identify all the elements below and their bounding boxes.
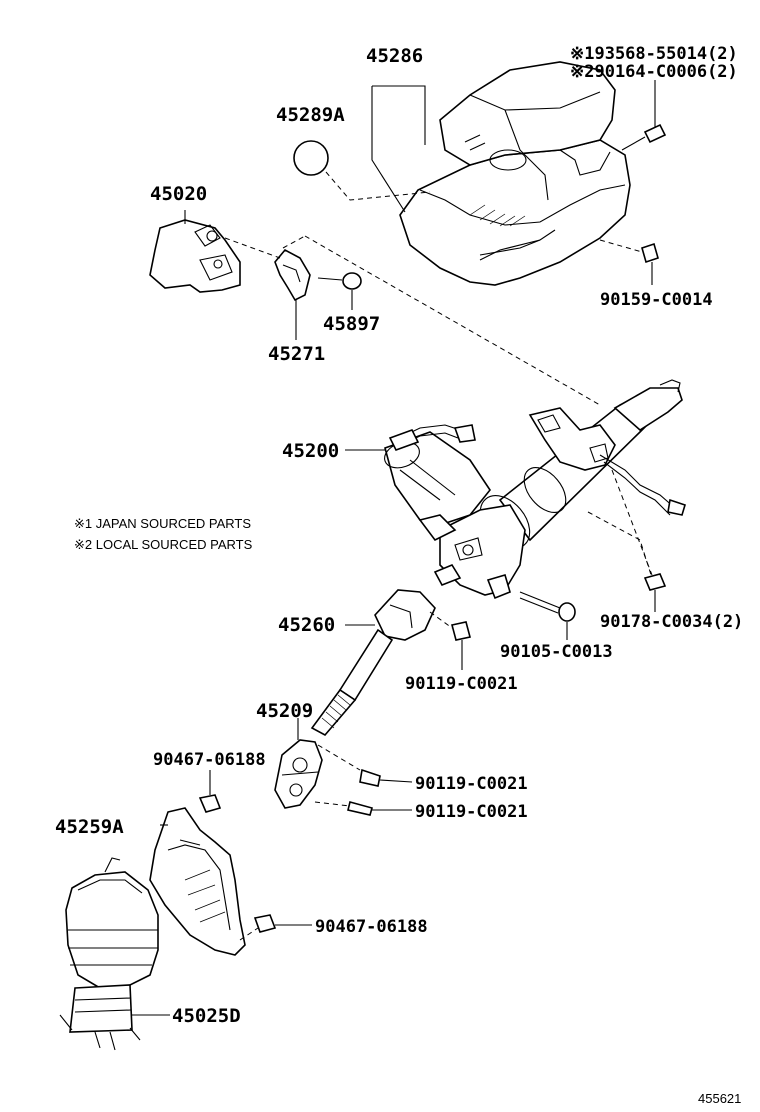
clamp-45271-drawing — [274, 248, 311, 340]
bolt-45897-drawing — [317, 272, 362, 310]
label-45020: 45020 — [150, 183, 208, 205]
label-45209: 45209 — [256, 700, 314, 722]
label-45259a: 45259A — [55, 816, 124, 838]
diagram-code: 455621 — [698, 1091, 742, 1106]
label-45271: 45271 — [268, 343, 326, 365]
bracket-45020-drawing — [149, 210, 241, 293]
note-local-sourced: ※2 LOCAL SOURCED PARTS — [74, 537, 253, 552]
column-hole-cover-drawing — [149, 770, 312, 956]
note-japan-sourced: ※1 JAPAN SOURCED PARTS — [74, 516, 252, 531]
label-90119-c0021-a: 90119-C0021 — [405, 674, 518, 694]
column-cover-drawing — [399, 61, 631, 286]
label-90119-c0021-c: 90119-C0021 — [415, 802, 528, 822]
screw-90159-drawing — [599, 239, 659, 285]
label-90159-c0014: 90159-C0014 — [600, 290, 713, 310]
boot-45025d-drawing — [59, 857, 170, 1051]
label-45289a: 45289A — [276, 104, 345, 126]
label-45200: 45200 — [282, 440, 340, 462]
label-90467-06188-b: 90467-06188 — [315, 917, 428, 937]
label-90119-c0021-b: 90119-C0021 — [415, 774, 528, 794]
intermediate-shaft-drawing — [310, 589, 471, 737]
label-45260: 45260 — [278, 614, 336, 636]
label-90178-c0034: 90178-C0034(2) — [600, 612, 744, 632]
label-45286: 45286 — [366, 45, 424, 67]
screw-193568-drawing — [621, 80, 667, 151]
steering-column-drawing — [384, 379, 686, 640]
label-90467-06188-a: 90467-06188 — [153, 750, 266, 770]
label-45025d: 45025D — [172, 1005, 241, 1027]
universal-joint-drawing — [274, 718, 413, 816]
label-290164-c0006: ※290164-C0006(2) — [570, 62, 738, 82]
cap-45289a-drawing — [293, 140, 329, 176]
label-90105-c0013: 90105-C0013 — [500, 642, 613, 662]
label-193568-55014: ※193568-55014(2) — [570, 44, 738, 64]
label-45897: 45897 — [323, 313, 381, 335]
